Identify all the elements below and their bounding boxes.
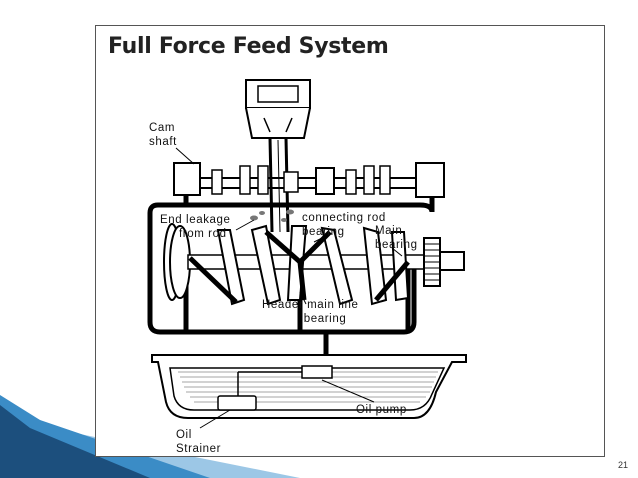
oil-pump-label: Oil pump [356, 404, 407, 416]
main-bearing-label: Main bearing [375, 225, 418, 251]
header-main-line-label: Header main line bearing [262, 299, 359, 325]
oil-pan [151, 354, 467, 419]
page-number: 21 [617, 460, 628, 470]
end-leakage-label: End leakage from rod [160, 214, 231, 240]
oil-strainer-label: Oil Strainer [176, 429, 222, 455]
connecting-rod-bearing-label: connecting rod bearing [302, 212, 386, 238]
oil-pump [237, 365, 333, 396]
slide-title: Full Force Feed System [108, 34, 389, 59]
leader-lines [175, 147, 403, 429]
cam-shaft-label: Cam shaft [149, 122, 177, 148]
oil-strainer [217, 395, 257, 411]
camshaft [173, 162, 445, 198]
oil-splash [250, 209, 294, 222]
piston [245, 79, 311, 139]
